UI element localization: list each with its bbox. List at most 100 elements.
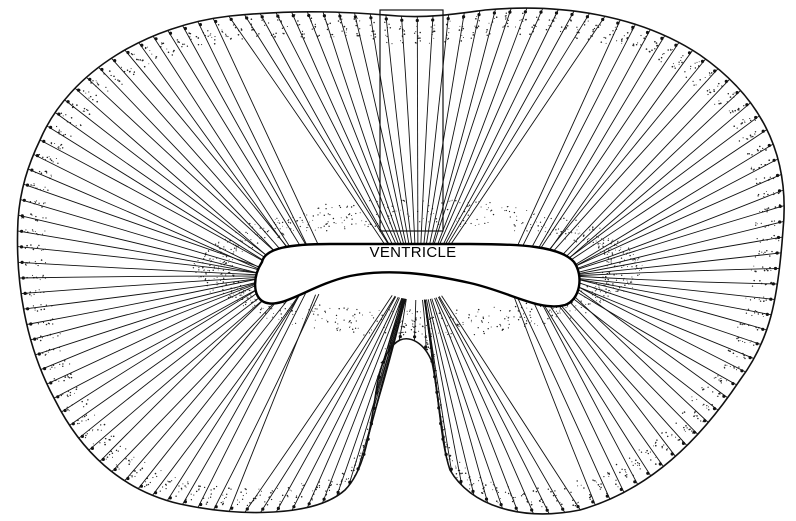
stipple-dot <box>577 502 578 503</box>
stipple-dot <box>524 317 525 318</box>
stipple-dot <box>514 230 515 231</box>
stipple-dot <box>433 391 434 392</box>
stipple-dot <box>109 454 110 455</box>
stipple-dot <box>67 375 68 376</box>
stipple-dot <box>285 308 286 309</box>
stipple-dot <box>281 313 282 314</box>
stipple-dot <box>685 425 687 427</box>
stipple-dot <box>341 30 342 31</box>
stipple-dot <box>357 18 358 19</box>
stipple-dot <box>745 298 746 299</box>
stipple-dot <box>60 131 61 132</box>
stipple-dot <box>145 481 146 482</box>
stipple-dot <box>181 46 182 47</box>
stipple-dot <box>603 240 604 241</box>
stipple-dot <box>351 206 352 207</box>
stipple-dot <box>342 222 343 223</box>
stipple-dot <box>101 430 102 431</box>
stipple-dot <box>665 432 667 434</box>
stipple-dot <box>99 442 100 443</box>
stipple-dot <box>551 315 552 316</box>
stipple-dot <box>353 205 354 206</box>
fiber-endfoot <box>756 342 759 345</box>
fiber-endfoot <box>431 18 434 21</box>
stipple-dot <box>251 302 252 303</box>
stipple-dot <box>489 202 490 203</box>
stipple-dot <box>581 307 582 308</box>
stipple-dot <box>226 494 227 495</box>
stipple-dot <box>670 49 672 51</box>
stipple-dot <box>160 490 161 491</box>
stipple-dot <box>663 53 664 54</box>
stipple-dot <box>769 255 771 257</box>
stipple-dot <box>764 252 765 253</box>
stipple-dot <box>695 415 696 416</box>
stipple-dot <box>52 323 53 324</box>
stipple-dot <box>348 478 349 479</box>
stipple-dot <box>313 313 314 314</box>
stipple-dot <box>83 406 84 407</box>
stipple-dot <box>276 218 277 219</box>
stipple-dot <box>653 445 654 446</box>
stipple-dot <box>759 211 760 212</box>
stipple-dot <box>699 61 700 62</box>
stipple-dot <box>296 220 297 221</box>
stipple-dot <box>29 294 31 296</box>
stipple-dot <box>51 176 52 177</box>
stipple-dot <box>578 502 579 503</box>
fiber-endfoot <box>338 15 341 18</box>
stipple-dot <box>53 337 54 338</box>
stipple-dot <box>118 81 119 82</box>
stipple-dot <box>556 18 557 19</box>
stipple-dot <box>690 68 691 69</box>
stipple-dot <box>37 310 39 312</box>
stipple-dot <box>47 157 49 159</box>
stipple-dot <box>459 202 460 203</box>
stipple-dot <box>778 240 779 241</box>
stipple-dot <box>256 35 257 36</box>
stipple-dot <box>530 317 531 318</box>
stipple-dot <box>258 33 259 34</box>
stipple-dot <box>271 499 272 500</box>
stipple-dot <box>442 451 443 452</box>
stipple-dot <box>640 35 641 36</box>
stipple-dot <box>328 480 329 481</box>
stipple-dot <box>132 54 133 55</box>
stipple-dot <box>328 226 329 227</box>
stipple-dot <box>526 323 527 324</box>
stipple-dot <box>198 267 199 268</box>
stipple-dot <box>486 204 487 205</box>
stipple-dot <box>624 469 625 470</box>
stipple-dot <box>472 34 474 36</box>
stipple-dot <box>166 49 167 50</box>
stipple-dot <box>223 270 224 271</box>
stipple-dot <box>768 159 770 161</box>
stipple-dot <box>418 331 419 332</box>
fiber-endfoot <box>400 19 403 22</box>
stipple-dot <box>534 323 535 324</box>
stipple-dot <box>567 25 569 27</box>
stipple-dot <box>218 24 220 26</box>
stipple-dot <box>230 488 231 489</box>
stipple-dot <box>712 391 713 392</box>
fiber-endfoot <box>601 18 604 21</box>
stipple-dot <box>589 497 591 499</box>
stipple-dot <box>344 226 345 227</box>
stipple-dot <box>738 366 739 367</box>
stipple-dot <box>249 502 251 504</box>
stipple-dot <box>369 200 370 201</box>
stipple-dot <box>32 275 33 276</box>
stipple-dot <box>144 66 146 68</box>
stipple-dot <box>427 344 428 345</box>
stipple-dot <box>603 476 604 477</box>
stipple-dot <box>359 455 361 457</box>
stipple-dot <box>763 253 764 254</box>
stipple-dot <box>133 457 134 458</box>
stipple-dot <box>526 320 527 321</box>
stipple-dot <box>182 483 183 484</box>
stipple-dot <box>544 217 545 218</box>
stipple-dot <box>41 250 42 251</box>
fiber-endfoot <box>616 22 619 25</box>
stipple-dot <box>41 259 43 261</box>
stipple-dot <box>596 482 597 483</box>
